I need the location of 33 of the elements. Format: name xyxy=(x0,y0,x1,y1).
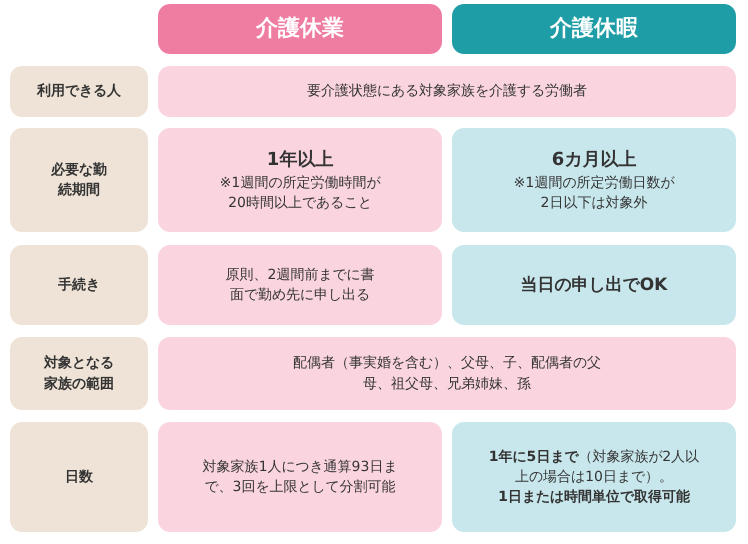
cell-text: 利用できる人 xyxy=(37,82,121,102)
row-header xyxy=(10,66,148,117)
cell-text: 要介護状態にある対象家族を介護する労働者 xyxy=(307,82,587,102)
table-cell xyxy=(158,337,736,410)
cell-text: 対象家族1人につき通算93日まで、3回を上限として分割可能 xyxy=(202,458,398,497)
cell-text: 介護休暇 xyxy=(550,15,638,44)
cell-heading: 1年以上 xyxy=(266,148,334,172)
row-header xyxy=(10,422,148,532)
column-header xyxy=(158,4,442,54)
cell-heading: 6カ月以上 xyxy=(552,148,636,172)
table-cell xyxy=(452,128,736,232)
cell-text: ※1週間の所定労働時間が20時間以上であること xyxy=(218,174,382,214)
table-cell xyxy=(452,422,736,532)
cell-text: 手続き xyxy=(58,276,100,295)
cell-text: 当日の申し出でOK xyxy=(520,274,668,297)
cell-text: 介護休業 xyxy=(256,15,344,44)
column-header xyxy=(452,4,736,54)
cell-text: 1日または時間単位で取得可能 xyxy=(498,488,690,508)
row-header xyxy=(10,128,148,232)
table-cell xyxy=(158,66,736,117)
table-cell xyxy=(158,128,442,232)
table-cell xyxy=(158,422,442,532)
cell-text: 配偶者（事実婚を含む）、父母、子、配偶者の父母、祖父母、兄弟姉妹、孫 xyxy=(292,354,602,394)
cell-text: 対象となる家族の範囲 xyxy=(42,354,115,394)
cell-text: 原則、2週間前までに書面で勤め先に申し出る xyxy=(224,266,376,305)
row-header xyxy=(10,245,148,325)
cell-text: ※1週間の所定労働日数が2日以下は対象外 xyxy=(514,174,674,214)
cell-text: 日数 xyxy=(65,468,93,487)
table-cell xyxy=(452,245,736,325)
cell-text: 必要な勤続期間 xyxy=(50,160,108,200)
row-header xyxy=(10,337,148,410)
cell-text: 1年に5日まで（対象家族が2人以上の場合は10日まで）。 xyxy=(488,448,700,487)
table-cell xyxy=(158,245,442,325)
